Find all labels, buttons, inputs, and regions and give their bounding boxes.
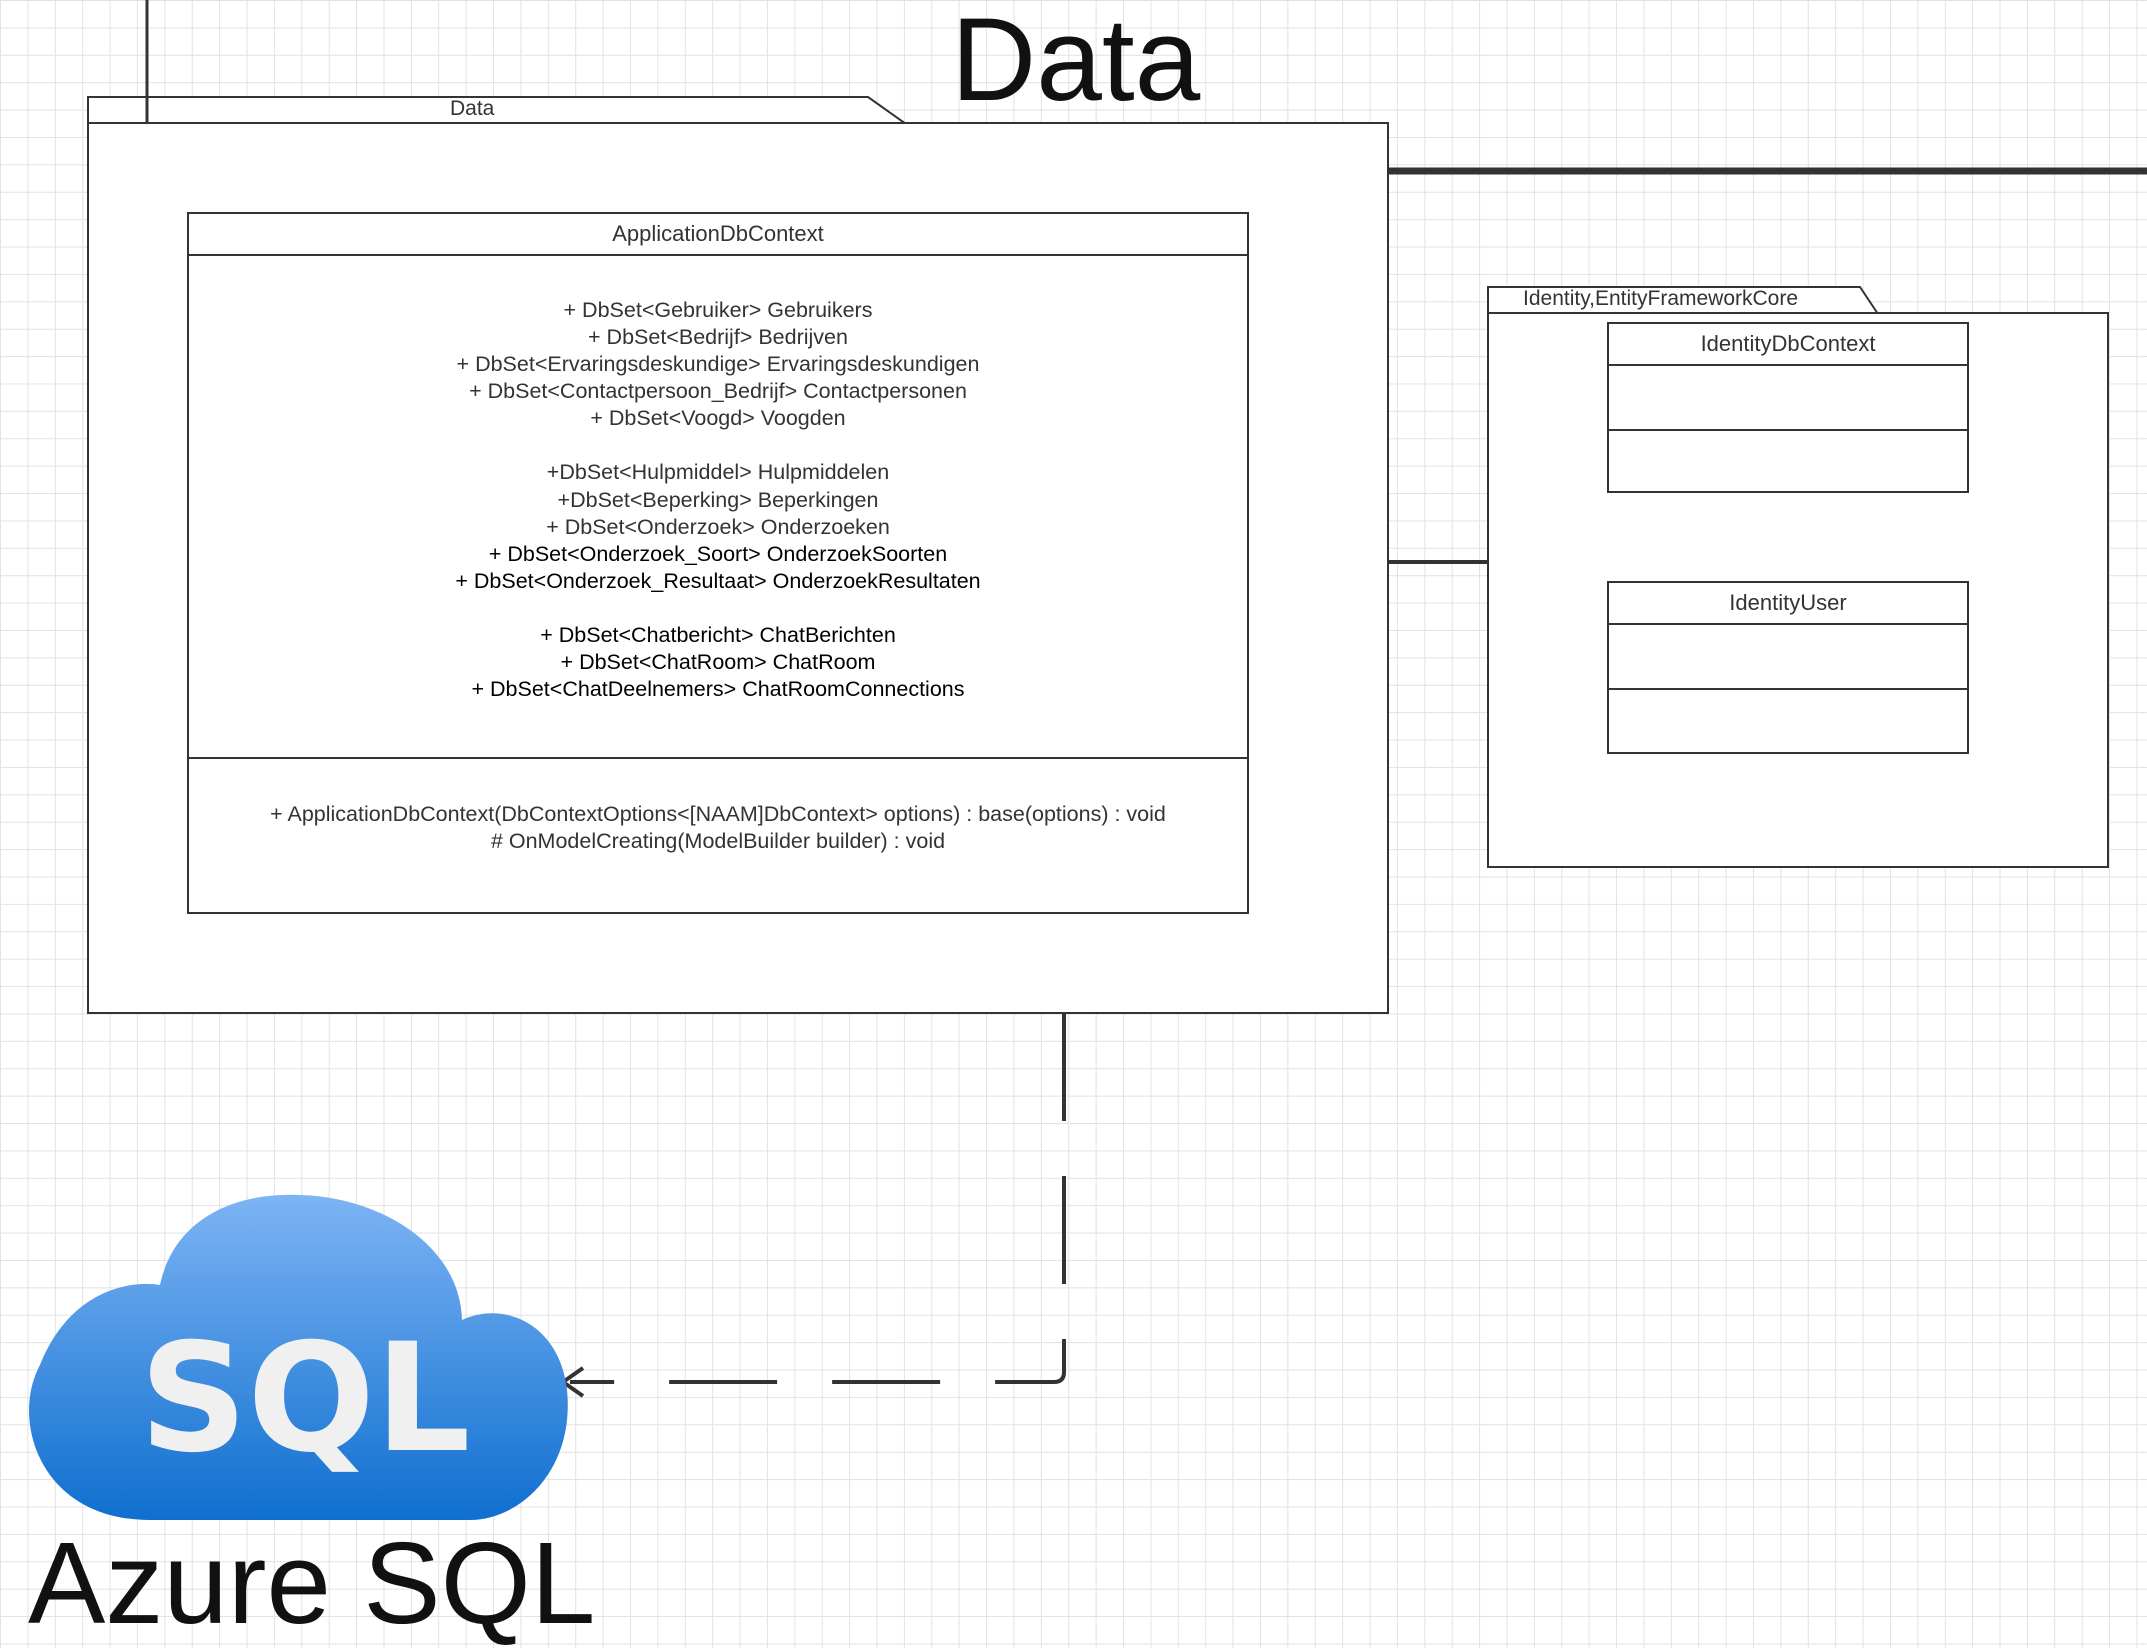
class-name: ApplicationDbContext — [189, 214, 1247, 256]
identity-package-tab — [1487, 286, 1879, 315]
attribute: + DbSet<Onderzoek> Onderzoeken — [546, 514, 890, 539]
data-package-label: Data — [450, 97, 495, 120]
attribute: + DbSet<Gebruiker> Gebruikers — [563, 298, 873, 322]
attribute: +DbSet<Hulpmiddel> Hulpmiddelen — [546, 460, 890, 485]
operations-compartment — [1609, 688, 1967, 752]
attribute: + DbSet<Ervaringsdeskundige> Ervaringsde… — [456, 352, 980, 377]
operations-compartment: + ApplicationDbContext(DbContextOptions<… — [189, 759, 1247, 855]
data-package-tab — [87, 96, 907, 125]
attribute: + DbSet<ChatRoom> ChatRoom — [560, 650, 876, 675]
application-db-context-class[interactable]: ApplicationDbContext + DbSet<Gebruiker> … — [187, 212, 1249, 914]
identity-package-label: Identity,EntityFrameworkCore — [1523, 287, 1799, 310]
attributes-compartment — [1609, 366, 1967, 429]
identity-user-class[interactable]: IdentityUser — [1607, 581, 1969, 754]
attribute: + DbSet<Voogd> Voogden — [590, 406, 846, 431]
dependency-line-azure — [570, 1013, 1066, 1384]
attribute: + DbSet<ChatDeelnemers> ChatRoomConnecti… — [471, 677, 965, 702]
diagram-title: Data — [951, 0, 1201, 126]
class-name: IdentityUser — [1609, 583, 1967, 625]
attributes-compartment: + DbSet<Gebruiker> Gebruikers + DbSet<Be… — [189, 256, 1247, 759]
operations-compartment — [1609, 429, 1967, 491]
attribute: + DbSet<Onderzoek_Resultaat> OnderzoekRe… — [455, 568, 981, 593]
class-name: IdentityDbContext — [1609, 324, 1967, 366]
attribute: +DbSet<Beperking> Beperkingen — [557, 487, 879, 512]
attributes-compartment — [1609, 625, 1967, 688]
attribute: + DbSet<Contactpersoon_Bedrijf> Contactp… — [469, 379, 967, 404]
sql-logo-text: SQL — [139, 1312, 470, 1486]
operation: # OnModelCreating(ModelBuilder builder) … — [490, 829, 946, 854]
identity-db-context-class[interactable]: IdentityDbContext — [1607, 322, 1969, 493]
attribute: + DbSet<Chatbericht> ChatBerichten — [540, 622, 896, 647]
azure-sql-cloud-icon: SQL — [29, 1194, 568, 1520]
operation: + ApplicationDbContext(DbContextOptions<… — [270, 802, 1166, 826]
azure-sql-label: Azure SQL — [28, 1518, 596, 1648]
attribute: + DbSet<Bedrijf> Bedrijven — [588, 325, 848, 350]
attribute: + DbSet<Onderzoek_Soort> OnderzoekSoorte… — [488, 541, 948, 566]
